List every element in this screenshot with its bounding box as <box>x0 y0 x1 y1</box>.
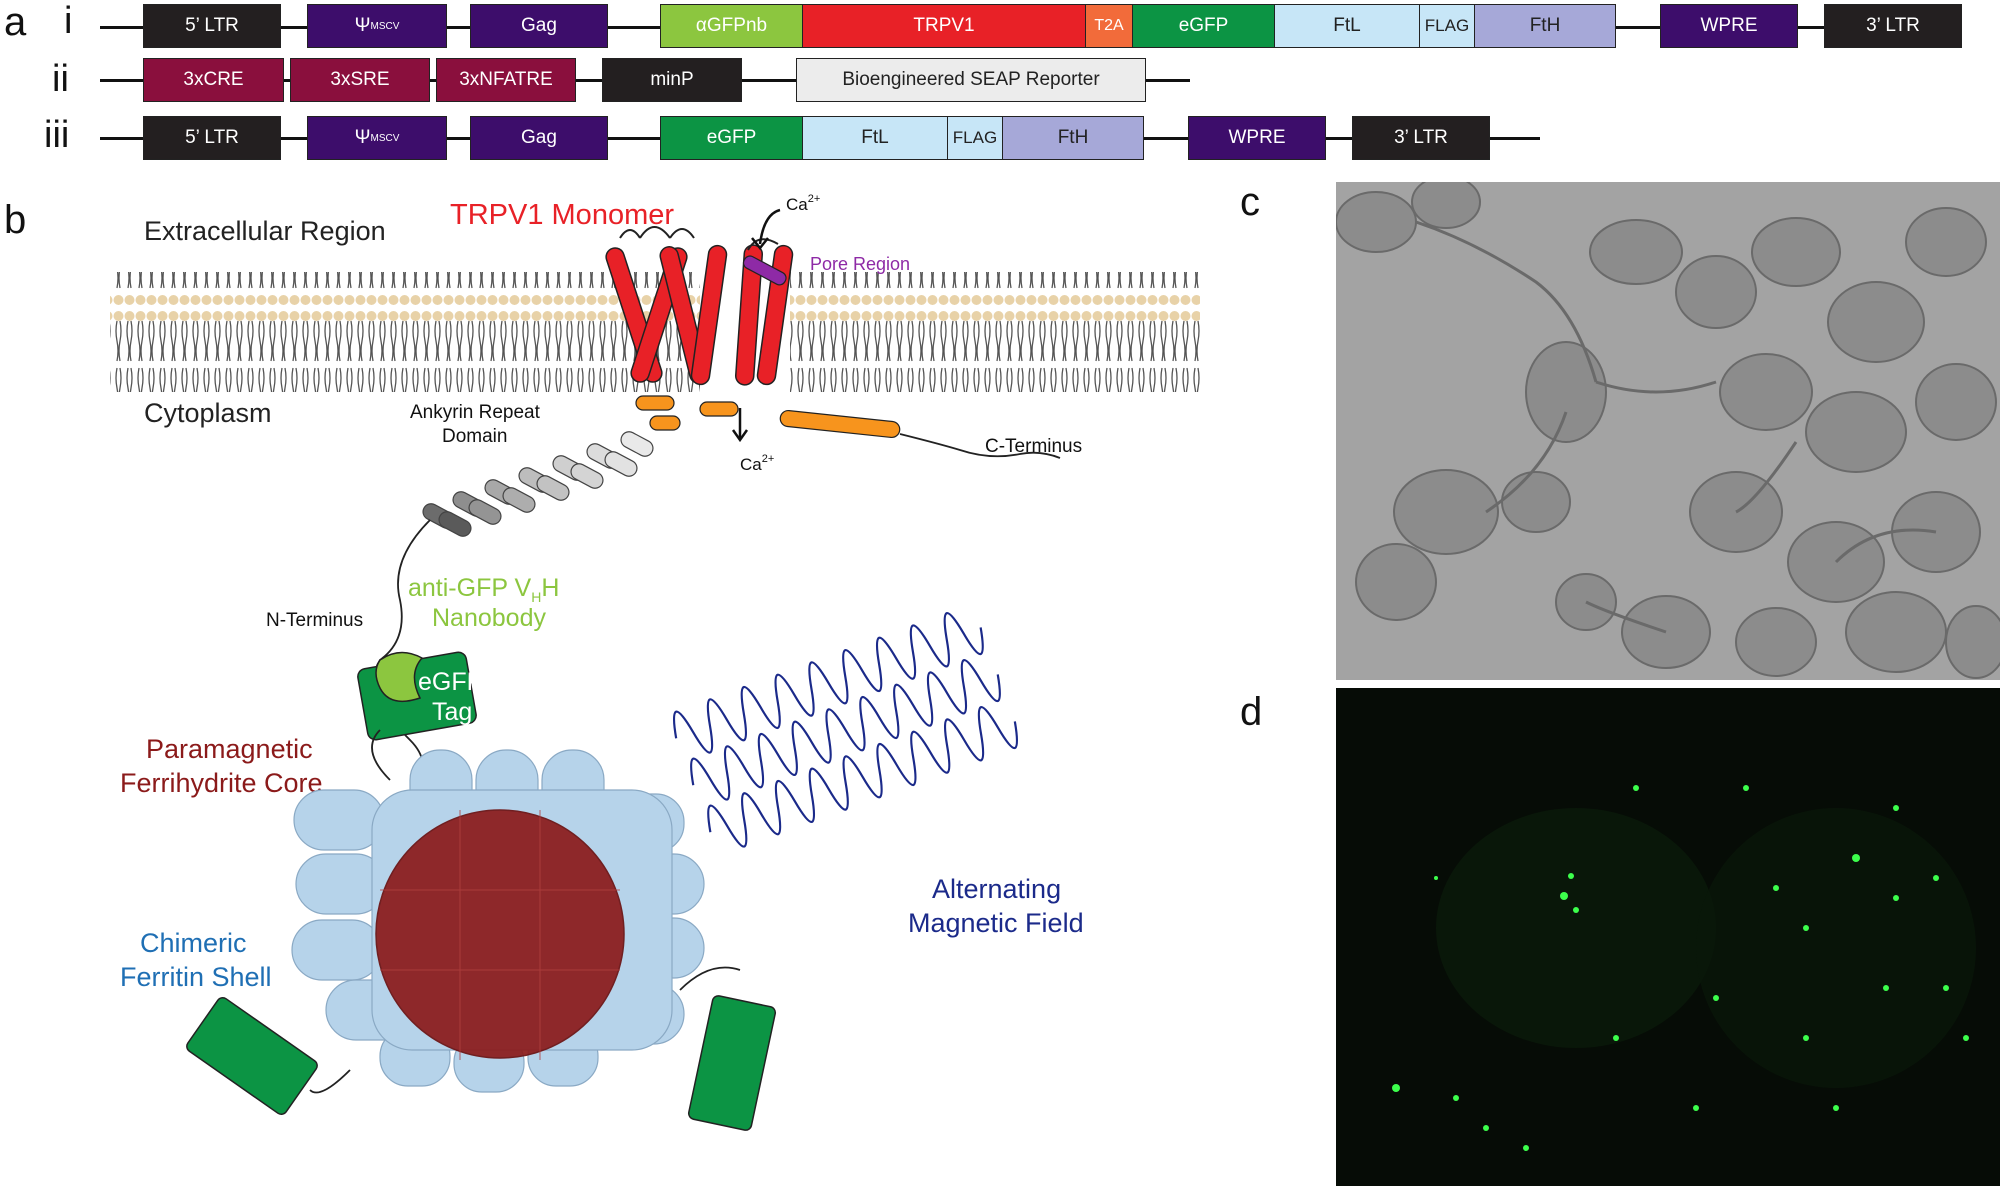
c-terminus-tail <box>899 433 1061 459</box>
ca-top-label: Ca2+ <box>786 193 820 214</box>
core-label-2: Ferrihydrite Core <box>120 768 323 798</box>
segment-minp: minP <box>602 58 742 102</box>
segment-5ltr-iii: 5’ LTR <box>143 116 281 160</box>
segment-ftl: FtL <box>1274 4 1420 48</box>
cell-membrane-right <box>790 272 1200 392</box>
egfp-tag-label-1: eGFP <box>418 668 483 696</box>
segment-wpre-iii: WPRE <box>1188 116 1326 160</box>
segment-3xnfatre: 3xNFATRE <box>436 58 576 102</box>
ca-influx-arrow <box>758 208 781 245</box>
linker-helix-3 <box>649 415 681 431</box>
egfp-block-left <box>186 996 318 1116</box>
panel-letter-c: c <box>1240 180 1260 224</box>
ca-bottom-sup: 2+ <box>762 453 775 465</box>
ankyrin-label-2: Domain <box>442 426 507 447</box>
segment-3xsre: 3xSRE <box>290 58 430 102</box>
row-label-iii: iii <box>44 114 70 156</box>
segment-egfp: eGFP <box>1132 4 1275 48</box>
fluorescence-spots <box>1336 688 2000 1186</box>
core-overlay-lines <box>380 810 620 1060</box>
psi-symbol: Ψ <box>354 15 371 36</box>
shell-label-2: Ferritin Shell <box>120 962 272 992</box>
ca-top-text: Ca <box>786 195 808 214</box>
ca-bottom-text: Ca <box>740 455 762 474</box>
ferrihydrite-core <box>375 809 625 1059</box>
egfp-tag-label-2: Tag <box>432 698 472 726</box>
extracellular-label: Extracellular Region <box>144 216 386 246</box>
row-label-i: i <box>64 0 73 42</box>
ca-bottom-label: Ca2+ <box>740 453 774 474</box>
psi-symbol-iii: Ψ <box>354 127 371 148</box>
ankyrin-repeat-domain <box>422 431 654 537</box>
segment-egfp-iii: eGFP <box>660 116 803 160</box>
ca-top-sup: 2+ <box>808 193 821 205</box>
nanobody-shape <box>375 651 424 703</box>
core-label-1: Paramagnetic <box>146 734 313 764</box>
segment-5ltr: 5’ LTR <box>143 4 281 48</box>
n-terminus-label: N-Terminus <box>266 610 363 631</box>
row-label-ii: ii <box>52 58 69 100</box>
segment-fth: FtH <box>1474 4 1616 48</box>
psi-subscript-iii: MSCV <box>370 132 400 144</box>
cell-membrane-left <box>110 272 700 392</box>
nanobody-label-2: Nanobody <box>432 604 546 632</box>
trpv1-monomer-label: TRPV1 Monomer <box>450 199 674 231</box>
brightfield-micrograph <box>1336 182 2000 680</box>
nanobody-label-1sub: H <box>531 589 541 605</box>
field-label-2: Magnetic Field <box>908 908 1084 938</box>
segment-t2a: T2A <box>1085 4 1133 48</box>
psi-subscript: MSCV <box>370 20 400 32</box>
cytoplasm-label: Cytoplasm <box>144 398 272 428</box>
field-label-1: Alternating <box>932 874 1061 904</box>
nanobody-label-1a: anti-GFP V <box>408 574 532 602</box>
segment-fth-iii: FtH <box>1002 116 1144 160</box>
ankyrin-label-1: Ankyrin Repeat <box>410 402 541 423</box>
linker-helix-1 <box>635 395 675 411</box>
panel-letter-a: a <box>4 0 27 44</box>
segment-3ltr-iii: 3’ LTR <box>1352 116 1490 160</box>
linker-helix-2 <box>699 401 739 417</box>
fluorescence-micrograph <box>1336 688 2000 1186</box>
panel-letter-d: d <box>1240 690 1263 734</box>
alternating-field-waves <box>672 612 1019 848</box>
brightfield-texture <box>1336 182 2000 680</box>
segment-ftl-iii: FtL <box>802 116 948 160</box>
segment-trpv1: TRPV1 <box>802 4 1086 48</box>
segment-gag-iii: Gag <box>470 116 608 160</box>
segment-gag: Gag <box>470 4 608 48</box>
segment-agfpnb: αGFPnb <box>660 4 803 48</box>
panel-letter-b: b <box>4 198 27 242</box>
nanobody-label-1b: H <box>541 574 559 602</box>
segment-flag-iii: FLAG <box>947 116 1003 160</box>
segment-3xcre: 3xCRE <box>143 58 284 102</box>
c-terminus-label: C-Terminus <box>985 436 1082 457</box>
shell-label-1: Chimeric <box>140 928 247 958</box>
trpv1-helices <box>605 226 794 386</box>
trpv1-ferritin-schematic: Extracellular Region Cytoplasm TRPV1 Mon… <box>110 193 1200 1131</box>
nanobody-label-1: anti-GFP VHH <box>408 574 559 605</box>
egfp-block-right <box>687 995 777 1131</box>
segment-flag: FLAG <box>1419 4 1475 48</box>
segment-wpre: WPRE <box>1660 4 1798 48</box>
segment-3ltr: 3’ LTR <box>1824 4 1962 48</box>
pore-region-label: Pore Region <box>810 254 910 274</box>
segment-seap: Bioengineered SEAP Reporter <box>796 58 1146 102</box>
c-terminal-helix <box>779 409 901 439</box>
pore-helix <box>742 255 787 286</box>
